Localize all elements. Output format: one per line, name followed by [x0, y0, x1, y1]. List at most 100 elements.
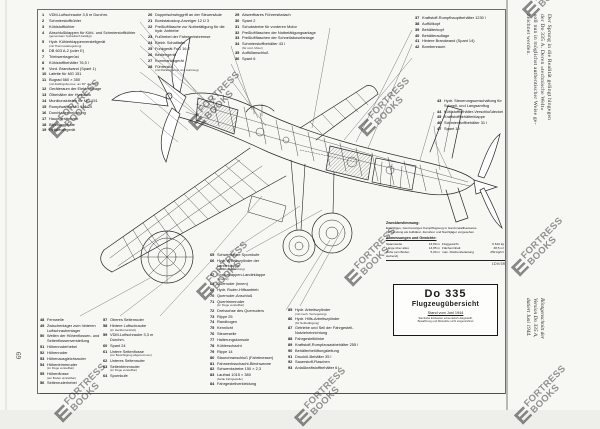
- page-number: 69: [14, 352, 22, 359]
- diagram-status: Stand vom Juni 1944: [427, 310, 464, 315]
- margin-paragraph: Der Sprung in die Realität gelingt hinge…: [524, 14, 552, 125]
- fortress-logo-icon: [293, 407, 312, 427]
- scanned-book-page: Der Sprung in die Realität gelingt hinge…: [5, 0, 577, 427]
- fortress-logo-icon: [187, 111, 206, 131]
- diagram-subtitle: Flugzeugübersicht: [411, 301, 480, 308]
- spec-heading: Zweckbestimmung:: [386, 221, 420, 225]
- figure-caption: Röntgenschnitt der Version Do 335 A, dat…: [525, 298, 546, 339]
- title-box: Do 335 Flugzeugübersicht Stand vom Juni …: [393, 284, 498, 336]
- diagram-title: Do 335: [424, 288, 467, 300]
- fortress-logo-icon: [513, 405, 532, 425]
- fortress-logo-icon: [53, 403, 72, 423]
- fortress-logo-icon: [510, 257, 529, 277]
